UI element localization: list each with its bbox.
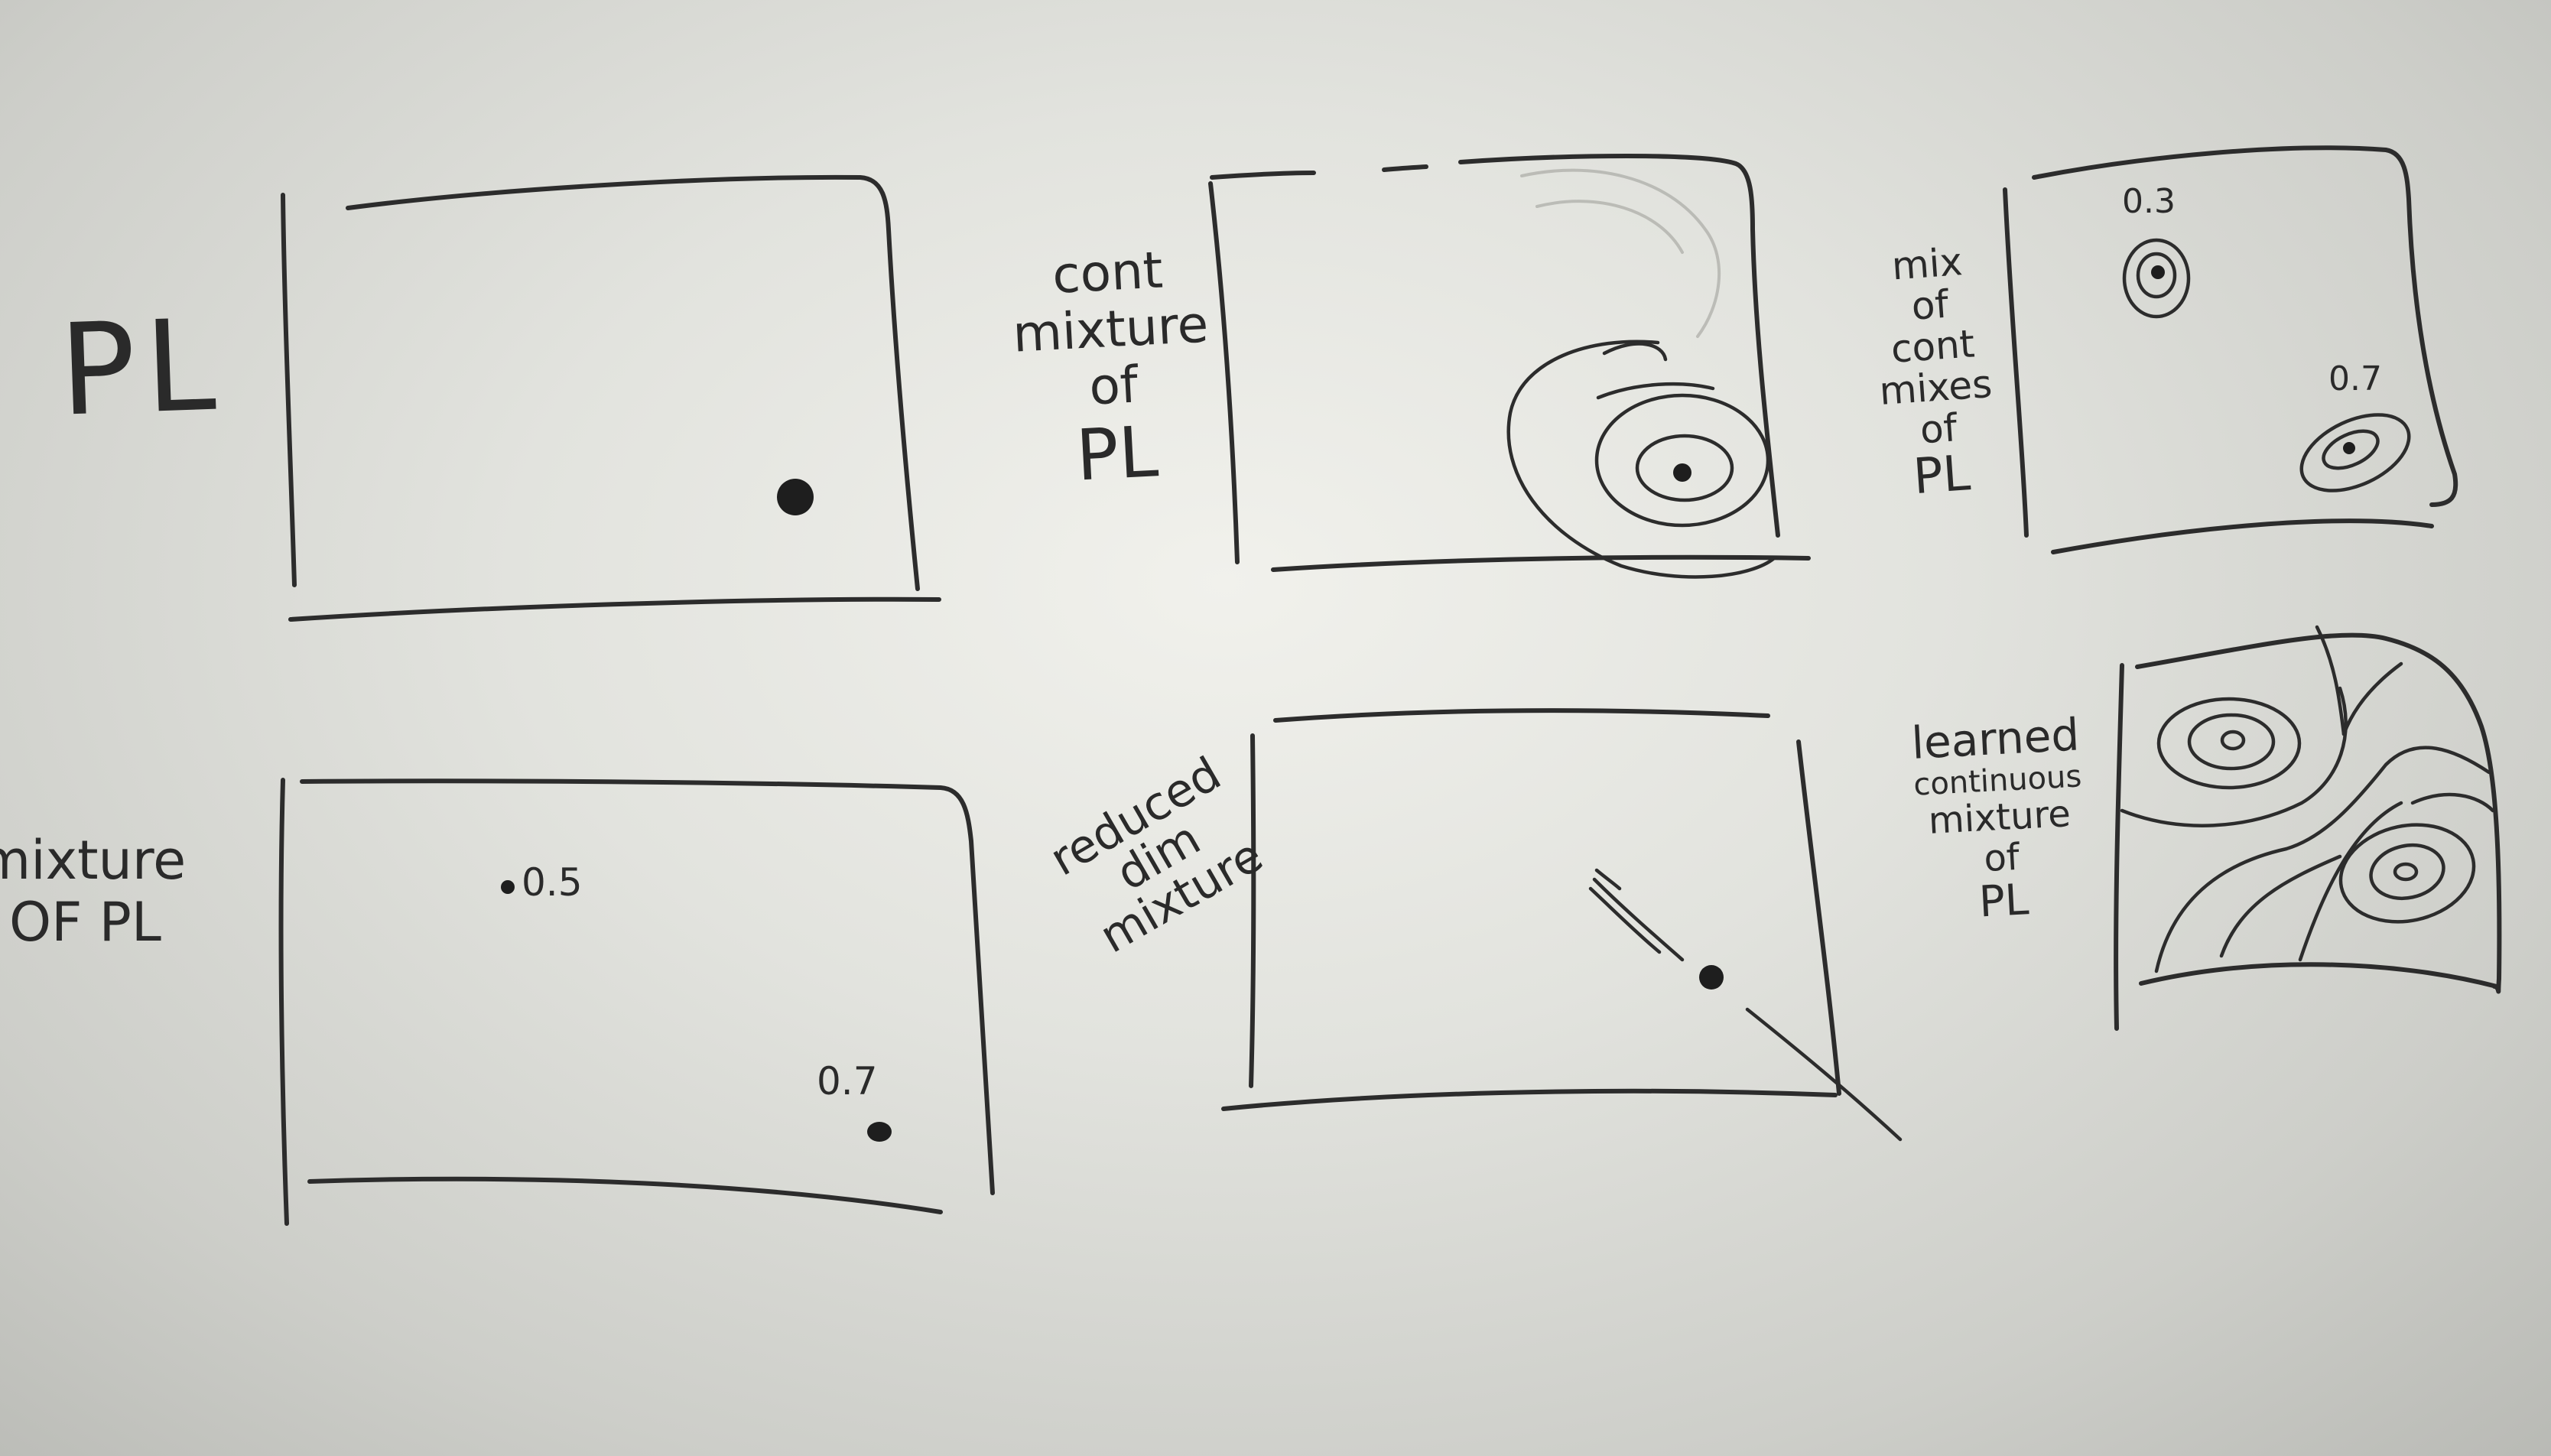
panel-mixture-pl-label: mixture OF PL — [0, 830, 199, 953]
panel-learned-label: learned continuous mixture of PL — [1891, 708, 2108, 931]
panel-pl-point — [777, 479, 814, 515]
panel-learned-density — [2120, 625, 2495, 973]
panel-cont-mixture-frame — [1208, 154, 1811, 572]
panel-mix-of-cont-label: mix of cont mixes of PL — [1841, 238, 2027, 509]
panel-learned-frame — [2114, 632, 2502, 1031]
label-line: mixture — [0, 829, 187, 892]
panel-cont-mixture-label: cont mixture of PL — [1007, 239, 1219, 498]
panel-mix-of-cont-frame — [2003, 145, 2458, 554]
panel-pl-frame — [281, 174, 941, 622]
label-line: OF PL — [9, 890, 161, 954]
panel-cont-mixture-density — [1506, 168, 1776, 579]
label-line: PL — [1074, 410, 1160, 497]
panel-mixture-pl-point-2 — [867, 1122, 892, 1142]
panel-mix-of-cont-weight-1: 0.3 — [2122, 182, 2176, 221]
panel-mixture-pl-weight-2: 0.7 — [817, 1059, 878, 1103]
panel-reduced-dim-frame — [1221, 708, 1841, 1111]
panel-pl-label: PL — [57, 291, 227, 444]
label-line: mixture — [1011, 294, 1210, 364]
panel-mixture-pl-frame — [278, 778, 995, 1226]
label-line: of — [1087, 355, 1139, 417]
panel-mix-of-cont-density — [2122, 238, 2411, 492]
panel-mix-of-cont-weight-2: 0.7 — [2328, 359, 2382, 398]
panel-reduced-dim-line — [1588, 868, 1903, 1142]
panel-mixture-pl-weight-1: 0.5 — [522, 860, 583, 905]
panel-mixture-pl-point-1 — [501, 880, 515, 894]
